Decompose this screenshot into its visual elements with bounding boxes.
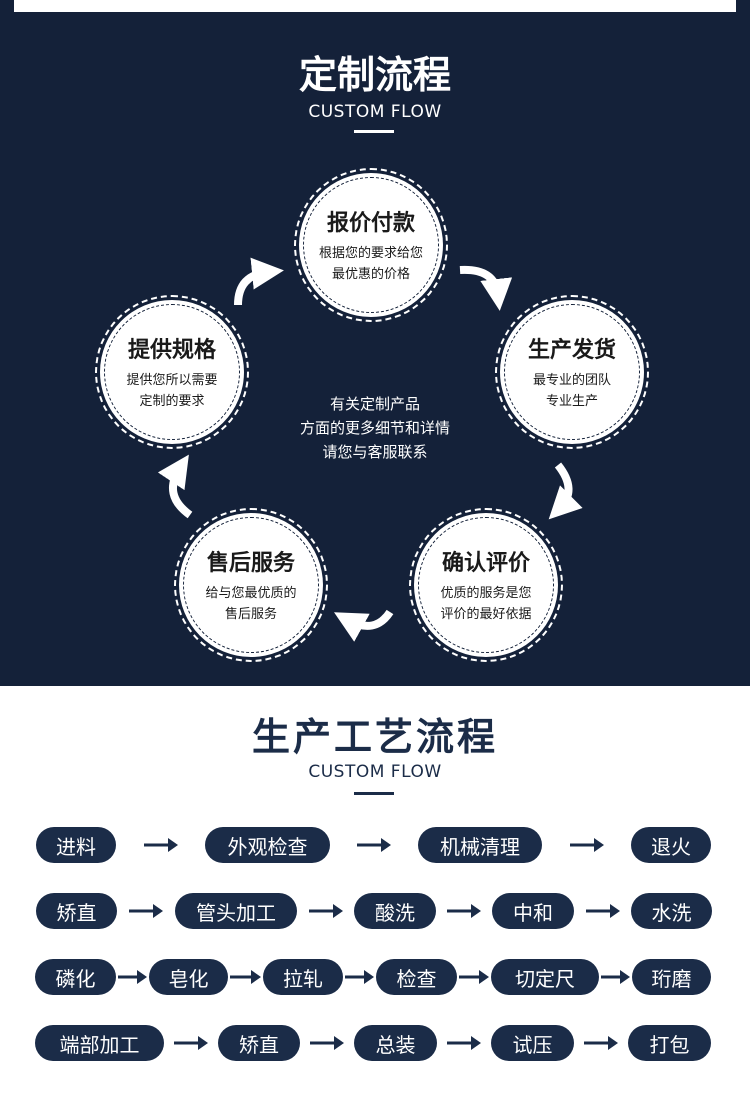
arrow-right-icon: [129, 904, 163, 918]
process-step-pill: 检查: [376, 959, 457, 995]
arrow-right-icon: [447, 1036, 481, 1050]
process-subtitle: CUSTOM FLOW: [308, 762, 442, 782]
center-line: 有关定制产品: [329, 395, 420, 413]
process-step-pill: 端部加工: [35, 1025, 164, 1061]
process-step-pill: 外观检查: [205, 827, 330, 863]
process-step-pill: 皂化: [149, 959, 228, 995]
process-step-pill: 珩磨: [632, 959, 711, 995]
arrow-right-icon: [345, 970, 374, 984]
arrow-right-icon: [601, 970, 630, 984]
process-step-pill: 总装: [354, 1025, 437, 1061]
arrow-right-icon: [143, 838, 178, 852]
process-step-pill: 中和: [492, 893, 574, 929]
arrow-right-icon: [447, 904, 481, 918]
arrow-right-icon: [118, 970, 147, 984]
process-step-pill: 矫直: [218, 1025, 300, 1061]
arrow-right-icon: [174, 1036, 208, 1050]
process-step-pill: 试压: [491, 1025, 574, 1061]
arrow-right-icon: [308, 904, 343, 918]
process-step-pill: 退火: [631, 827, 711, 863]
curved-arrow-icon: [459, 265, 513, 311]
process-step-pill: 进料: [36, 827, 116, 863]
curved-arrow-icon: [234, 257, 284, 306]
flow-step-circle: 确认评价优质的服务是您评价的最好依据: [409, 508, 563, 662]
cycle-arrows: [157, 257, 583, 642]
curved-arrow-icon: [157, 454, 193, 519]
process-title-underline: [354, 792, 394, 795]
flow-step-circle: 生产发货最专业的团队专业生产: [495, 295, 649, 449]
center-line: 方面的更多细节和详情: [299, 419, 450, 437]
process-step-pill: 磷化: [35, 959, 116, 995]
process-step-pill: 矫直: [36, 893, 117, 929]
custom-flow-subtitle: CUSTOM FLOW: [308, 102, 442, 122]
arrow-right-icon: [585, 904, 620, 918]
center-contact-text: 有关定制产品 方面的更多细节和详情 请您与客服联系: [260, 392, 490, 464]
arrow-right-icon: [230, 970, 261, 984]
top-white-strip: [14, 0, 736, 12]
curved-arrow-icon: [548, 462, 583, 520]
flow-step-circle: 报价付款根据您的要求给您最优惠的价格: [294, 168, 448, 322]
arrow-right-icon: [459, 970, 489, 984]
arrow-right-icon: [357, 838, 391, 852]
process-step-pill: 管头加工: [175, 893, 297, 929]
process-step-pill: 酸洗: [354, 893, 436, 929]
arrow-right-icon: [584, 1036, 618, 1050]
custom-flow-title: 定制流程: [298, 53, 451, 97]
process-step-pill: 水洗: [631, 893, 712, 929]
center-line: 请您与客服联系: [322, 443, 428, 461]
process-step-pill: 拉轧: [263, 959, 343, 995]
process-step-pill: 切定尺: [491, 959, 599, 995]
flow-step-circle: 提供规格提供您所以需要定制的要求: [95, 295, 249, 449]
title-underline: [354, 130, 394, 133]
process-step-pill: 机械清理: [418, 827, 542, 863]
curved-arrow-icon: [334, 609, 394, 642]
arrow-right-icon: [310, 1036, 344, 1050]
process-title: 生产工艺流程: [251, 715, 498, 759]
process-step-pill: 打包: [628, 1025, 711, 1061]
arrow-right-icon: [569, 838, 604, 852]
flow-step-circle: 售后服务给与您最优质的售后服务: [174, 508, 328, 662]
